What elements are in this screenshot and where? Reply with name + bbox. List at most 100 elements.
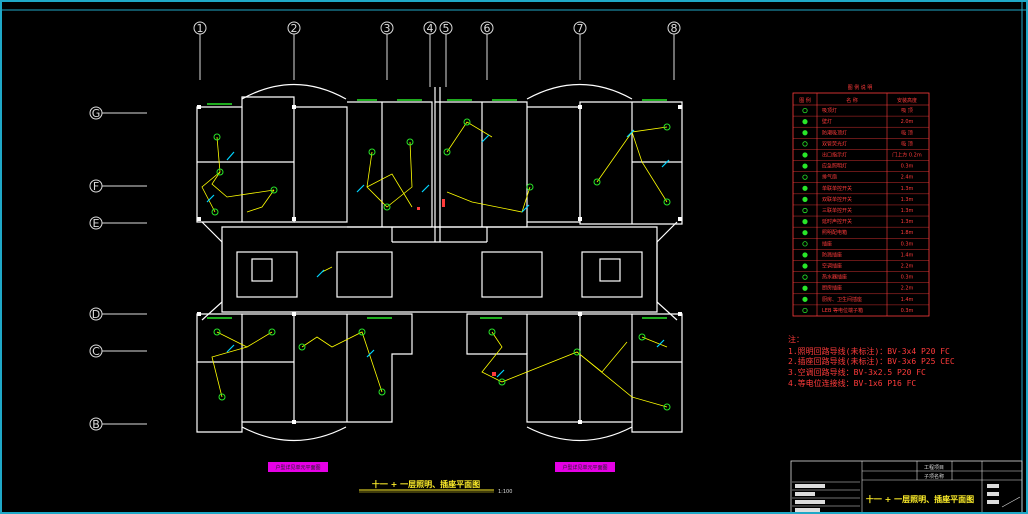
legend-row-height: 2.4m	[901, 175, 914, 181]
axis-bubble-6: 6	[480, 21, 494, 80]
legend-row-name: 应急照明灯	[822, 163, 847, 170]
legend-title: 图 例 说 明	[848, 84, 873, 91]
axis-bubble-1: 1	[193, 21, 207, 80]
legend-row-height: 2.2m	[901, 286, 914, 292]
svg-text:3: 3	[384, 22, 391, 35]
notes-heading: 注：	[788, 334, 804, 344]
axis-bubble-5: 5	[439, 21, 453, 87]
legend-row-name: 壁灯	[822, 118, 832, 125]
legend-symbol-icon	[802, 207, 808, 214]
svg-text:D: D	[92, 308, 100, 321]
legend-symbol-icon	[802, 296, 808, 302]
legend-symbol-icon	[802, 241, 808, 247]
legend-row-name: 空调插座	[822, 263, 842, 270]
legend-row-height: 吸 顶	[901, 130, 913, 136]
building-walls	[196, 84, 683, 441]
axis-bubble-G: G	[89, 106, 147, 120]
legend-row-height: 1.3m	[901, 186, 914, 192]
svg-text:6: 6	[484, 22, 491, 35]
legend-row-height: 0.3m	[901, 308, 914, 314]
legend-row-name: 厨房插座	[822, 285, 842, 292]
legend-row-height: 门上方 0.2m	[892, 151, 922, 158]
note-1: 1.照明回路导线(未标注)：BV-3x4 P20 FC	[788, 346, 950, 356]
axis-bubble-E: E	[89, 216, 147, 230]
legend-row-name: 双联单控开关	[822, 196, 852, 203]
drawing-title: 十一 + 一层照明、插座平面图	[372, 479, 480, 489]
legend-row-height: 1.3m	[901, 208, 914, 214]
legend-symbol-icon	[802, 285, 808, 291]
svg-text:1: 1	[197, 22, 204, 35]
legend-row-height: 吸 顶	[901, 141, 913, 147]
legend-row-name: 防溅插座	[822, 251, 842, 258]
axis-labels-left: G F E D C B	[89, 106, 147, 431]
axis-bubble-D: D	[89, 307, 147, 321]
axis-bubble-2: 2	[287, 21, 301, 80]
wiring	[201, 121, 668, 408]
svg-text:C: C	[92, 345, 100, 358]
axis-labels-top: 1 2 3 4 5 6 7 8	[193, 21, 681, 87]
svg-text:B: B	[92, 418, 100, 431]
legend-row-name: 排气扇	[822, 174, 837, 181]
legend-symbol-icon	[802, 174, 808, 180]
title-block: 工程项目 子项名称 十一 + 一层照明、插座平面图	[790, 460, 1023, 512]
axis-bubble-3: 3	[380, 21, 394, 80]
legend-row-name: 防潮吸顶灯	[822, 129, 847, 136]
legend-row-name: 热水器插座	[822, 274, 847, 281]
legend-symbol-icon	[802, 107, 808, 114]
axis-bubble-F: F	[89, 179, 147, 193]
legend-row-height: 2.2m	[901, 264, 914, 270]
title-block-drawing-name: 十一 + 一层照明、插座平面图	[866, 494, 974, 504]
axis-bubble-4: 4	[423, 21, 437, 87]
svg-text:4: 4	[427, 22, 434, 35]
axis-bubble-7: 7	[573, 21, 587, 80]
columns	[197, 105, 682, 424]
legend-row-name: 吸顶灯	[822, 107, 837, 114]
legend-row-name: 照明配电箱	[822, 229, 847, 236]
svg-text:2: 2	[291, 22, 298, 35]
note-3: 3.空调回路导线：BV-3x2.5 P20 FC	[788, 367, 926, 377]
legend-symbol-icon	[802, 119, 808, 125]
legend-row-height: 1.3m	[901, 219, 914, 225]
axis-bubble-B: B	[89, 417, 147, 431]
legend-row-name: 延时声控开关	[822, 218, 852, 225]
legend-row-height: 1.4m	[901, 252, 914, 258]
legend-row-height: 0.3m	[901, 241, 914, 247]
notes-block: 注： 1.照明回路导线(未标注)：BV-3x4 P20 FC 2.插座回路导线(…	[788, 334, 955, 388]
svg-text:户型详见单元平面图: 户型详见单元平面图	[562, 464, 607, 471]
svg-text:7: 7	[577, 22, 584, 35]
tag-right: 户型详见单元平面图	[555, 462, 615, 472]
red-markers	[417, 199, 496, 376]
drawing-scale: 1:100	[498, 489, 512, 495]
legend-symbol-icon	[802, 185, 808, 191]
legend-symbol-icon	[802, 163, 808, 169]
legend-row-name: 双管荧光灯	[822, 140, 847, 147]
legend-row-height: 1.8m	[901, 230, 914, 236]
svg-text:图 例: 图 例	[799, 97, 811, 104]
title-block-field-project: 工程项目	[924, 464, 944, 471]
legend-row-height: 1.3m	[901, 197, 914, 203]
legend-symbol-icon	[802, 152, 808, 158]
legend-row-name: 厨房、卫生间插座	[822, 296, 862, 303]
legend-symbol-icon	[802, 263, 808, 269]
legend-symbol-icon	[802, 230, 808, 236]
note-4: 4.等电位连接线：BV-1x6 P16 FC	[788, 378, 916, 388]
tag-left: 户型详见单元平面图	[268, 462, 328, 472]
legend-row-height: 1.4m	[901, 297, 914, 303]
title-block-field-subitem: 子项名称	[924, 473, 944, 480]
axis-bubble-C: C	[89, 344, 147, 358]
windows	[207, 99, 667, 319]
svg-text:8: 8	[671, 22, 678, 35]
legend-row-name: 三联单控开关	[822, 207, 852, 214]
svg-text:安装高度: 安装高度	[897, 97, 917, 104]
svg-text:G: G	[92, 107, 101, 120]
svg-text:5: 5	[443, 22, 450, 35]
legend-row-name: 出口指示灯	[822, 151, 847, 158]
legend-row-height: 0.3m	[901, 275, 914, 281]
legend-symbol-icon	[802, 252, 808, 258]
legend-row-height: 吸 顶	[901, 108, 913, 114]
legend-symbol-icon	[802, 274, 808, 280]
svg-text:E: E	[93, 217, 100, 230]
